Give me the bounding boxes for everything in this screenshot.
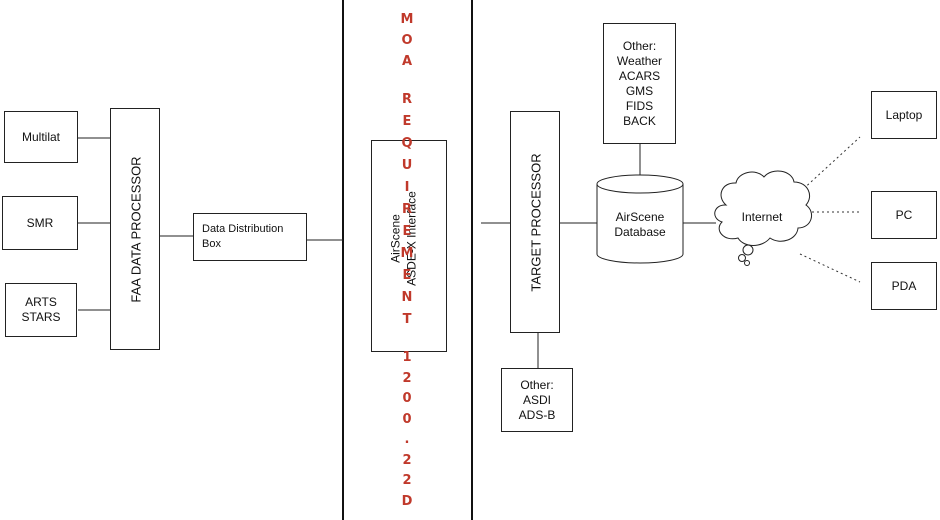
smr-label: SMR — [26, 215, 54, 230]
database-label: AirScene Database — [614, 210, 666, 239]
faa-data-processor-label: FAA DATA PROCESSOR — [128, 156, 144, 303]
multilat-label: Multilat — [21, 129, 60, 144]
data-distribution-label: Data Distribution Box — [202, 223, 284, 250]
moa-stamp-char: E — [402, 114, 412, 129]
dashed-laptop — [799, 136, 861, 193]
internet-cloud-icon — [714, 170, 813, 266]
pc-label: PC — [895, 207, 913, 222]
internet-label: Internet — [741, 210, 783, 224]
moa-stamp-char: R — [401, 202, 412, 217]
pc-box: PC — [871, 191, 937, 239]
moa-stamp-char: E — [402, 268, 412, 283]
moa-stamp-char: 0 — [402, 391, 412, 406]
moa-stamp-char: T — [402, 312, 412, 327]
laptop-label: Laptop — [885, 107, 923, 122]
target-processor-label: TARGET PROCESSOR — [528, 153, 544, 292]
pda-box: PDA — [871, 262, 937, 310]
asde-x-interface-box: AirScene ASDE-X Interface — [371, 140, 447, 352]
arts-stars-label: ARTS STARS — [21, 295, 61, 324]
pda-label: PDA — [891, 278, 917, 293]
moa-stamp-char: 2 — [402, 452, 412, 468]
database-cylinder — [596, 174, 684, 264]
smr-box: SMR — [2, 196, 78, 250]
moa-stamp-char: R — [401, 92, 412, 107]
moa-stamp-char: A — [401, 54, 413, 69]
dashed-pda — [799, 253, 861, 283]
moa-stamp-char: Q — [401, 136, 413, 151]
moa-stamp-char: . — [404, 432, 410, 447]
moa-stamp-char: O — [401, 33, 413, 48]
other-bottom-box: Other: ASDI ADS-B — [501, 368, 573, 432]
faa-data-processor-box: FAA DATA PROCESSOR — [110, 108, 160, 350]
data-distribution-box: Data Distribution Box — [193, 213, 307, 261]
moa-stamp-char: M — [400, 12, 414, 27]
moa-stamp-char: I — [404, 180, 410, 195]
other-top-box: Other: Weather ACARS GMS FIDS BACK — [603, 23, 676, 144]
other-top-label: Other: Weather ACARS GMS FIDS BACK — [616, 38, 663, 128]
laptop-box: Laptop — [871, 91, 937, 139]
moa-stamp-char: 1 — [402, 350, 412, 365]
moa-stamp-char: 2 — [402, 370, 412, 386]
moa-stamp-char: D — [401, 493, 413, 509]
moa-stamp-char: N — [401, 290, 413, 305]
moa-stamp-char: 2 — [402, 473, 412, 488]
moa-stamp-char: M — [400, 246, 414, 261]
multilat-box: Multilat — [4, 111, 78, 163]
other-bottom-label: Other: ASDI ADS-B — [518, 377, 556, 422]
moa-stamp-char: E — [402, 224, 412, 239]
target-processor-box: TARGET PROCESSOR — [510, 111, 560, 333]
arts-stars-box: ARTS STARS — [5, 283, 77, 337]
moa-stamp-char: U — [401, 158, 413, 173]
moa-stamp-char: 0 — [402, 411, 412, 427]
